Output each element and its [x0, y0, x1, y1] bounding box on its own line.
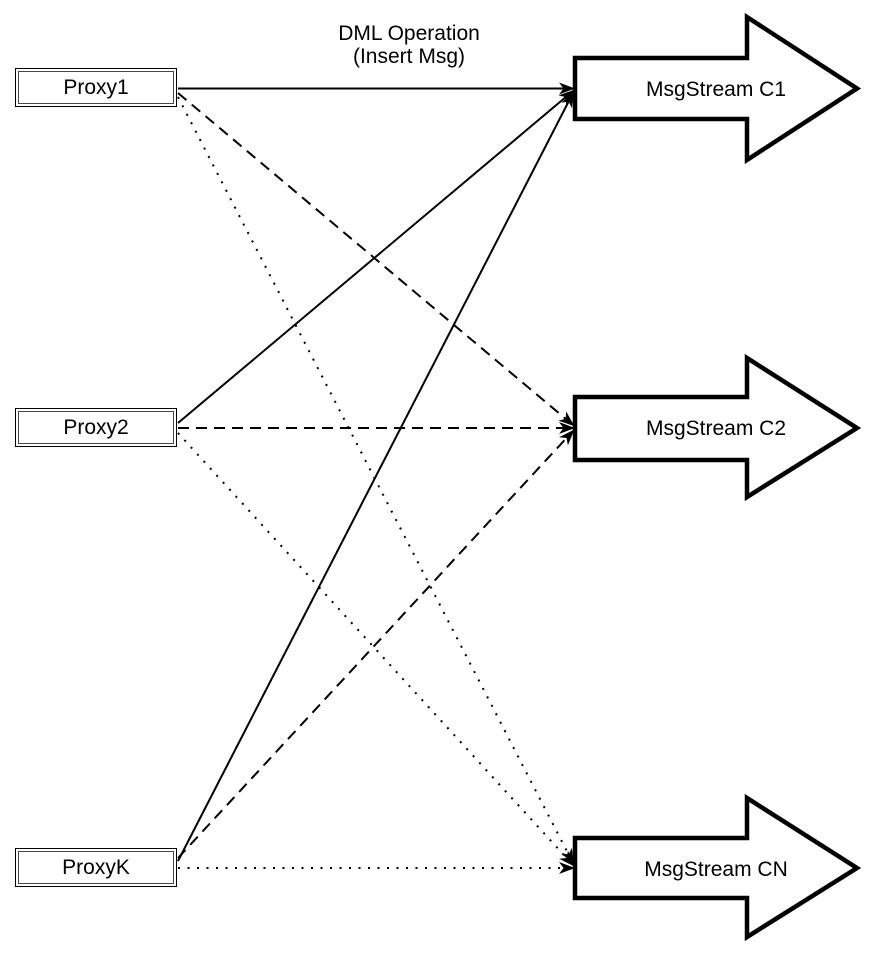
block-arrow-msgstream-c2: [572, 353, 862, 502]
node-proxy1: Proxy1: [15, 68, 177, 107]
node-proxy1-label: Proxy1: [18, 71, 174, 104]
edge-proxy1-cn: [177, 96, 574, 865]
node-msgstream-cn-label: MsgStream CN: [644, 857, 788, 881]
block-arrow-msgstream-c1: [572, 12, 862, 165]
node-msgstream-c1-label: MsgStream C1: [645, 77, 787, 101]
node-proxyk: ProxyK: [15, 848, 177, 887]
dml-operation-label-line2: (Insert Msg): [352, 45, 465, 68]
dml-operation-label-line1: DML Operation: [338, 22, 480, 45]
node-proxy2: Proxy2: [15, 408, 177, 447]
edge-proxy2-cn: [177, 432, 575, 867]
dml-operation-label: DML Operation (Insert Msg): [298, 22, 520, 68]
block-arrow-msgstream-cn: [572, 793, 862, 942]
edge-proxy1-c2: [177, 92, 575, 427]
edge-proxyk-c2: [177, 429, 575, 859]
node-msgstream-c2-label: MsgStream C2: [645, 416, 787, 440]
edge-proxy2-c1: [177, 89, 575, 424]
node-proxyk-label: ProxyK: [18, 851, 174, 884]
node-proxy2-label: Proxy2: [18, 411, 174, 444]
edge-proxyk-c1: [177, 91, 574, 862]
